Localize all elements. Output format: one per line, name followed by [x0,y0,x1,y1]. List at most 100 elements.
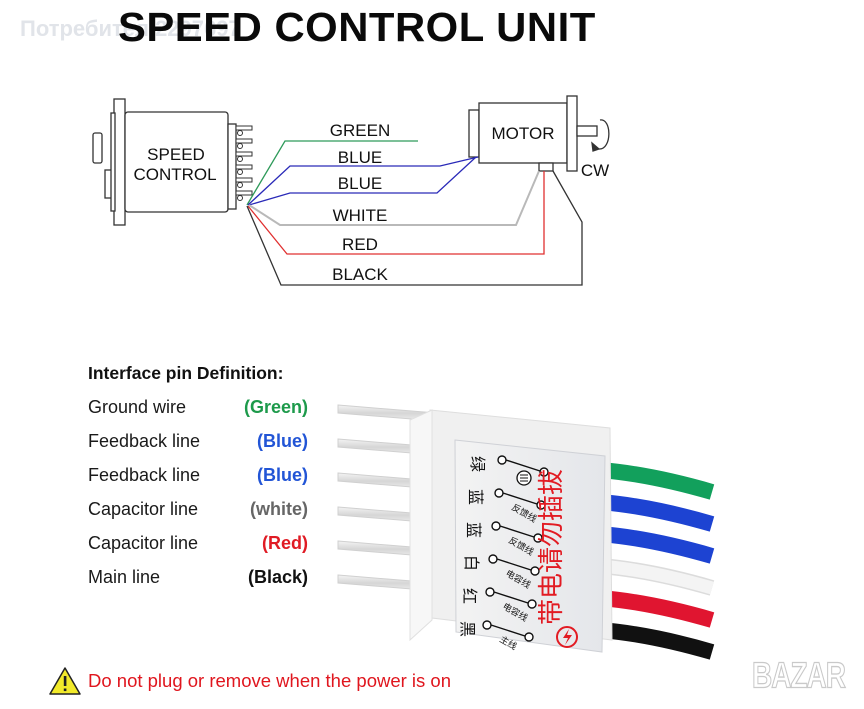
pin-row: Capacitor line (white) [88,499,308,525]
terminal-screw-icon [237,156,243,162]
pin-circle-icon [494,488,504,498]
lightning-warning-icon [556,626,578,648]
controller-terminal-block [227,123,237,210]
pin-circle-icon [482,620,492,630]
rotation-label: CW [581,161,609,180]
motor-terminal-box [538,162,554,172]
warning-triangle-icon [49,667,81,695]
controller-label-line2: CONTROL [133,165,216,184]
motor-shaft [576,125,598,137]
connector-cable [599,526,715,564]
controller-terminal [235,138,253,144]
controller-terminal [235,164,253,170]
bazar-logo: BAZAR [752,655,847,697]
connector-cable [599,494,715,532]
pin-color-label: (white) [250,499,308,519]
motor-label: MOTOR [492,124,555,143]
pin-name: Capacitor line [88,499,199,519]
motor-flange [566,95,578,172]
pin-row: Ground wire (Green) [88,397,308,423]
pin-line [505,459,541,472]
pin-circle-icon [539,467,549,477]
watermark: Потребител 2297697 [20,16,241,41]
connector-cable [599,622,715,660]
motor-body [478,102,568,164]
controller-terminal [235,190,253,196]
pin-circle-icon [536,500,546,510]
wire-label-red: RED [342,235,378,254]
terminal-screw-icon [237,182,243,188]
pin-circle-icon [533,533,543,543]
wire-label-black: BLACK [332,265,388,284]
motor-rear-cap [468,109,480,158]
pin-label-cn: 黑 [458,621,477,637]
pin-color-label: (Blue) [257,431,308,451]
pin-name: Main line [88,567,161,587]
wire-red [247,171,545,255]
speed-controller: SPEED CONTROL [92,98,253,226]
pin-line [502,492,538,505]
terminal-screw-icon [237,143,243,149]
wire-white [248,170,540,226]
pin-circle-icon [530,566,540,576]
pin-circle-icon [524,632,534,642]
controller-knob [92,132,103,164]
pin-line [490,624,526,637]
connector-warning-cn: 带电请勿插拔 [537,469,567,625]
controller-flange-edge [110,112,116,212]
wire-blue-2 [248,156,477,206]
power-warning: Do not plug or remove when the power is … [48,666,451,696]
terminal-screw-icon [237,195,243,201]
pin-row: Feedback line (Blue) [88,431,308,457]
pin-row: Capacitor line (Red) [88,533,308,559]
pin-label-cn: 绿 [468,456,487,472]
controller-label-line1: SPEED [147,145,205,164]
pin-label-cn: 蓝 [466,489,485,505]
terminal-screw-icon [237,130,243,136]
terminal-screw-icon [237,169,243,175]
wire-label-blue-2: BLUE [338,174,382,193]
pin-line [493,591,529,604]
wire-label-white: WHITE [333,206,388,225]
rotation-arrow-head-icon [591,141,601,152]
connector-cable [599,462,715,500]
pin-circle-icon [488,554,498,564]
pin-name: Feedback line [88,465,201,485]
motor: MOTOR CW [468,95,610,180]
page-title: SPEED CONTROL UNIT [118,4,596,50]
pin-name: Capacitor line [88,533,199,553]
pin-definition-title: Interface pin Definition: [88,363,284,383]
pin-label-cn: 红 [460,588,479,604]
pin-row: Main line (Black) [88,567,308,593]
controller-terminal [235,125,253,131]
wire-green [246,140,418,206]
pin-line [499,525,535,538]
controller-terminal [235,151,253,157]
pin-label-cn: 蓝 [464,522,483,538]
wire-label-green: GREEN [330,121,390,140]
controller-flange [113,98,126,226]
pin-color-label: (Blue) [257,465,308,485]
wire-blue-1 [247,156,479,206]
pin-name: Feedback line [88,431,201,451]
wire-label-blue-1: BLUE [338,148,382,167]
pin-color-label: (Green) [243,397,308,417]
pin-name: Ground wire [88,397,187,417]
wire-black [246,170,583,286]
pin-circle-icon [485,587,495,597]
connector-label-sticker [454,439,606,653]
connector-cable [599,590,715,628]
connector-cable-inner [599,559,714,595]
warning-text: Do not plug or remove when the power is … [88,670,452,691]
pin-color-label: (Red) [262,533,308,553]
pin-circle-icon [527,599,537,609]
rotation-arrow-icon [598,119,610,150]
pin-row: Feedback line (Blue) [88,465,308,491]
pin-color-label: (Black) [247,567,308,587]
pin-circle-icon [497,455,507,465]
pin-line [496,558,532,571]
pin-circle-icon [491,521,501,531]
controller-terminal [235,177,253,183]
